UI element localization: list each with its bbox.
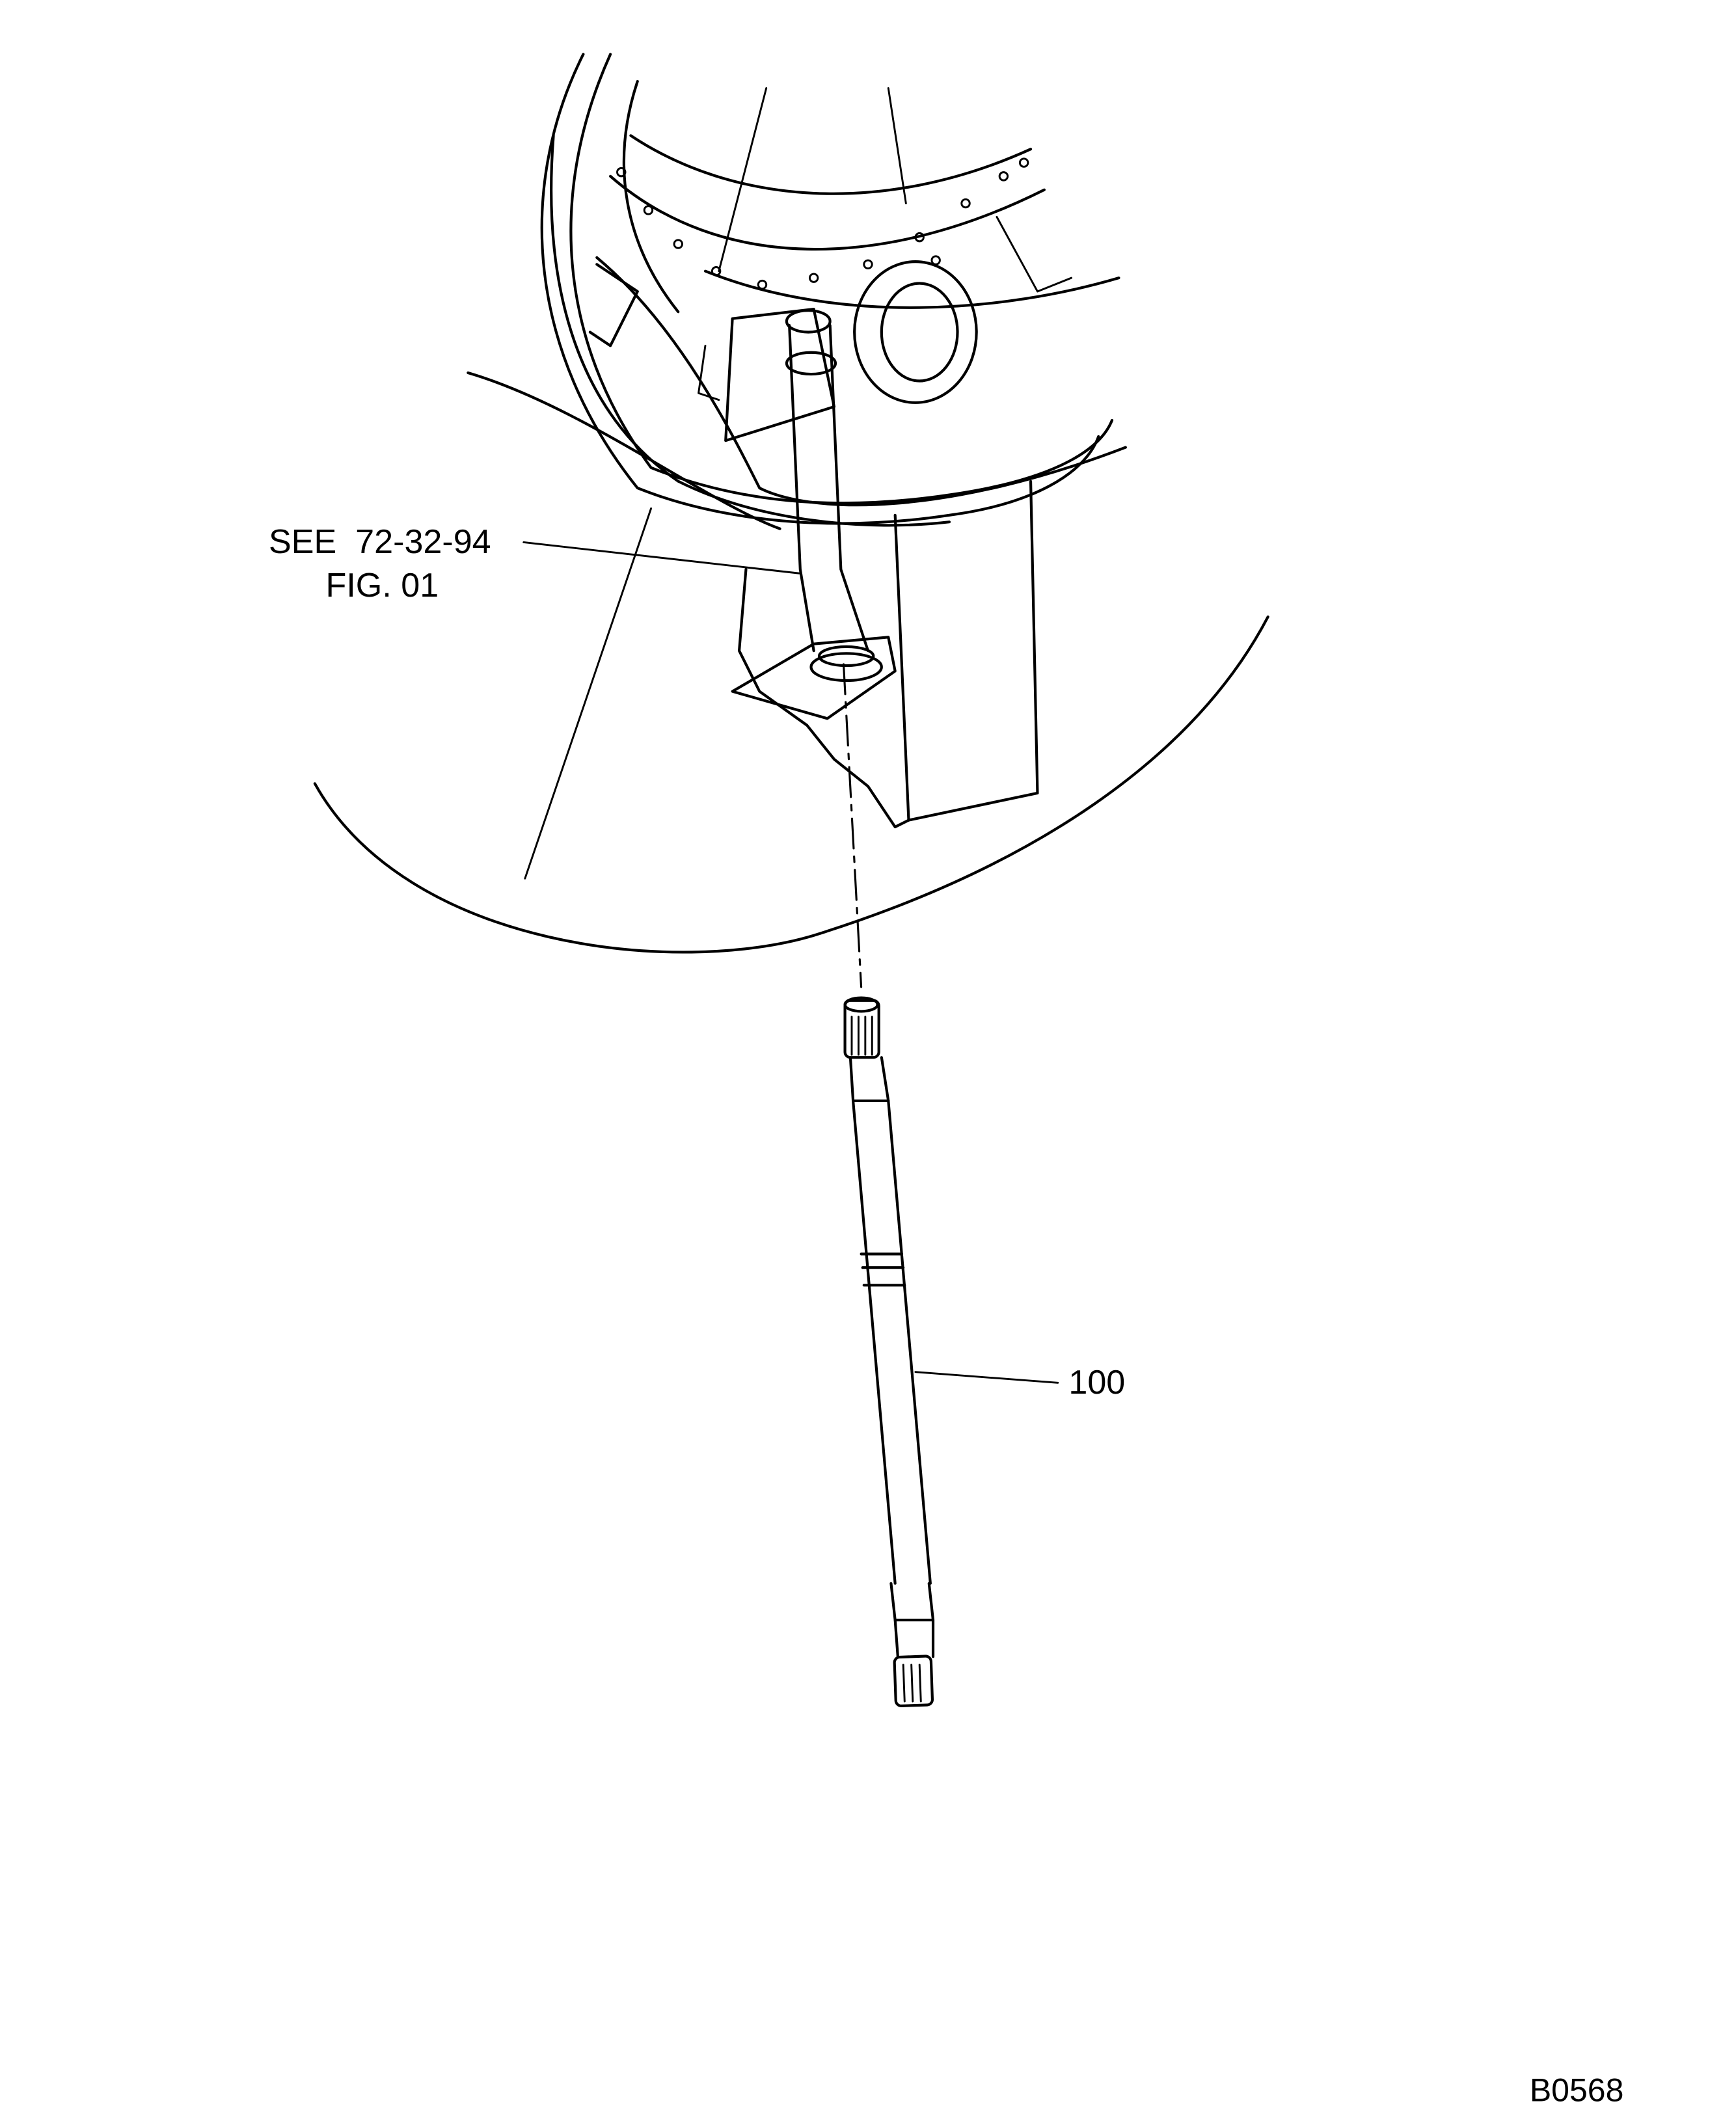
installed-drive-shaft	[785, 309, 870, 653]
center-line	[842, 663, 863, 988]
figure-id: B0568	[1530, 2072, 1624, 2109]
item-number-callout: 100	[1068, 1364, 1125, 1401]
port-flange	[853, 260, 978, 404]
drive-shaft-item-100	[843, 996, 935, 1707]
flange-holes	[616, 157, 1029, 290]
engine-casing	[313, 53, 1269, 954]
reference-callout-line1: SEE 72-32-94	[269, 523, 491, 561]
item-100-leader-line	[914, 1371, 1059, 1384]
reference-leader-line	[522, 541, 802, 575]
gearbox-housing	[698, 307, 1039, 829]
reference-callout-line2: FIG. 01	[326, 567, 439, 604]
